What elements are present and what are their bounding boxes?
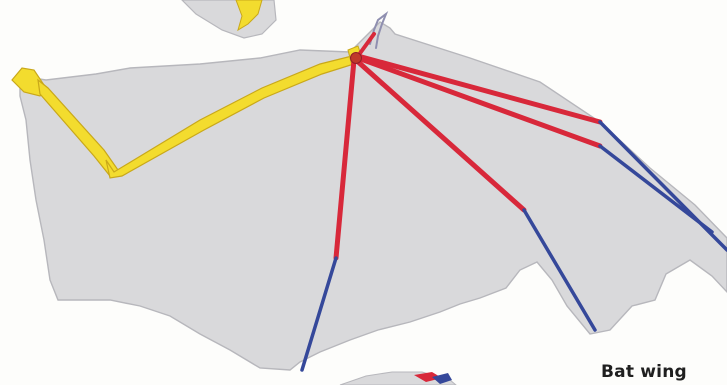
top-cropped-figure <box>182 0 276 38</box>
figure-caption: Bat wing <box>601 362 687 382</box>
wrist-joint <box>351 53 362 64</box>
bottom-cropped-figure <box>340 372 456 385</box>
